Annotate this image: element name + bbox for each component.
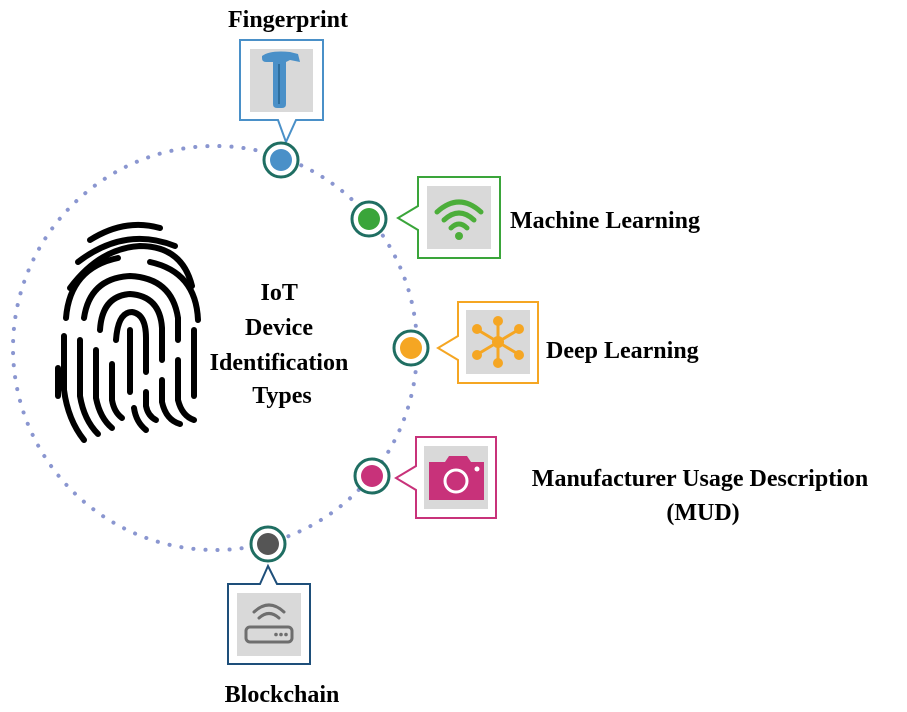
node-dot-deep-learning — [400, 337, 422, 359]
node-dot-mud — [361, 465, 383, 487]
label-mud-line: (MUD) — [666, 500, 739, 526]
label-machine-learning: Machine Learning — [510, 208, 700, 234]
type-machine-learning: Machine Learning — [350, 176, 700, 259]
label-mud: Manufacturer Usage Description (MUD) — [532, 466, 874, 526]
center-title-line: IoT — [261, 280, 298, 306]
node-dot-blockchain — [257, 533, 279, 555]
label-fingerprint: Fingerprint — [228, 7, 348, 33]
fingerprint-icon — [55, 221, 201, 443]
center-title-line: Identification — [210, 350, 349, 376]
type-blockchain: Blockchain — [225, 525, 340, 708]
type-deep-learning: Deep Learning — [392, 301, 699, 384]
node-dot-fingerprint — [270, 149, 292, 171]
type-fingerprint: Fingerprint — [228, 7, 348, 179]
camera-icon — [429, 456, 484, 500]
center-title-line: Types — [252, 383, 312, 409]
label-deep-learning: Deep Learning — [546, 338, 699, 364]
icon-bg — [237, 593, 301, 656]
center-title: IoT Device Identification Types — [210, 280, 355, 409]
type-mud: Manufacturer Usage Description (MUD) — [353, 436, 874, 526]
router-icon — [244, 603, 294, 644]
node-dot-machine-learning — [358, 208, 380, 230]
wifi-icon — [434, 199, 484, 231]
network-hub-icon — [472, 316, 524, 368]
hammer-icon — [262, 51, 300, 108]
label-blockchain: Blockchain — [225, 682, 340, 708]
label-mud-line: Manufacturer Usage Description — [532, 466, 868, 492]
center-title-line: Device — [245, 315, 313, 341]
